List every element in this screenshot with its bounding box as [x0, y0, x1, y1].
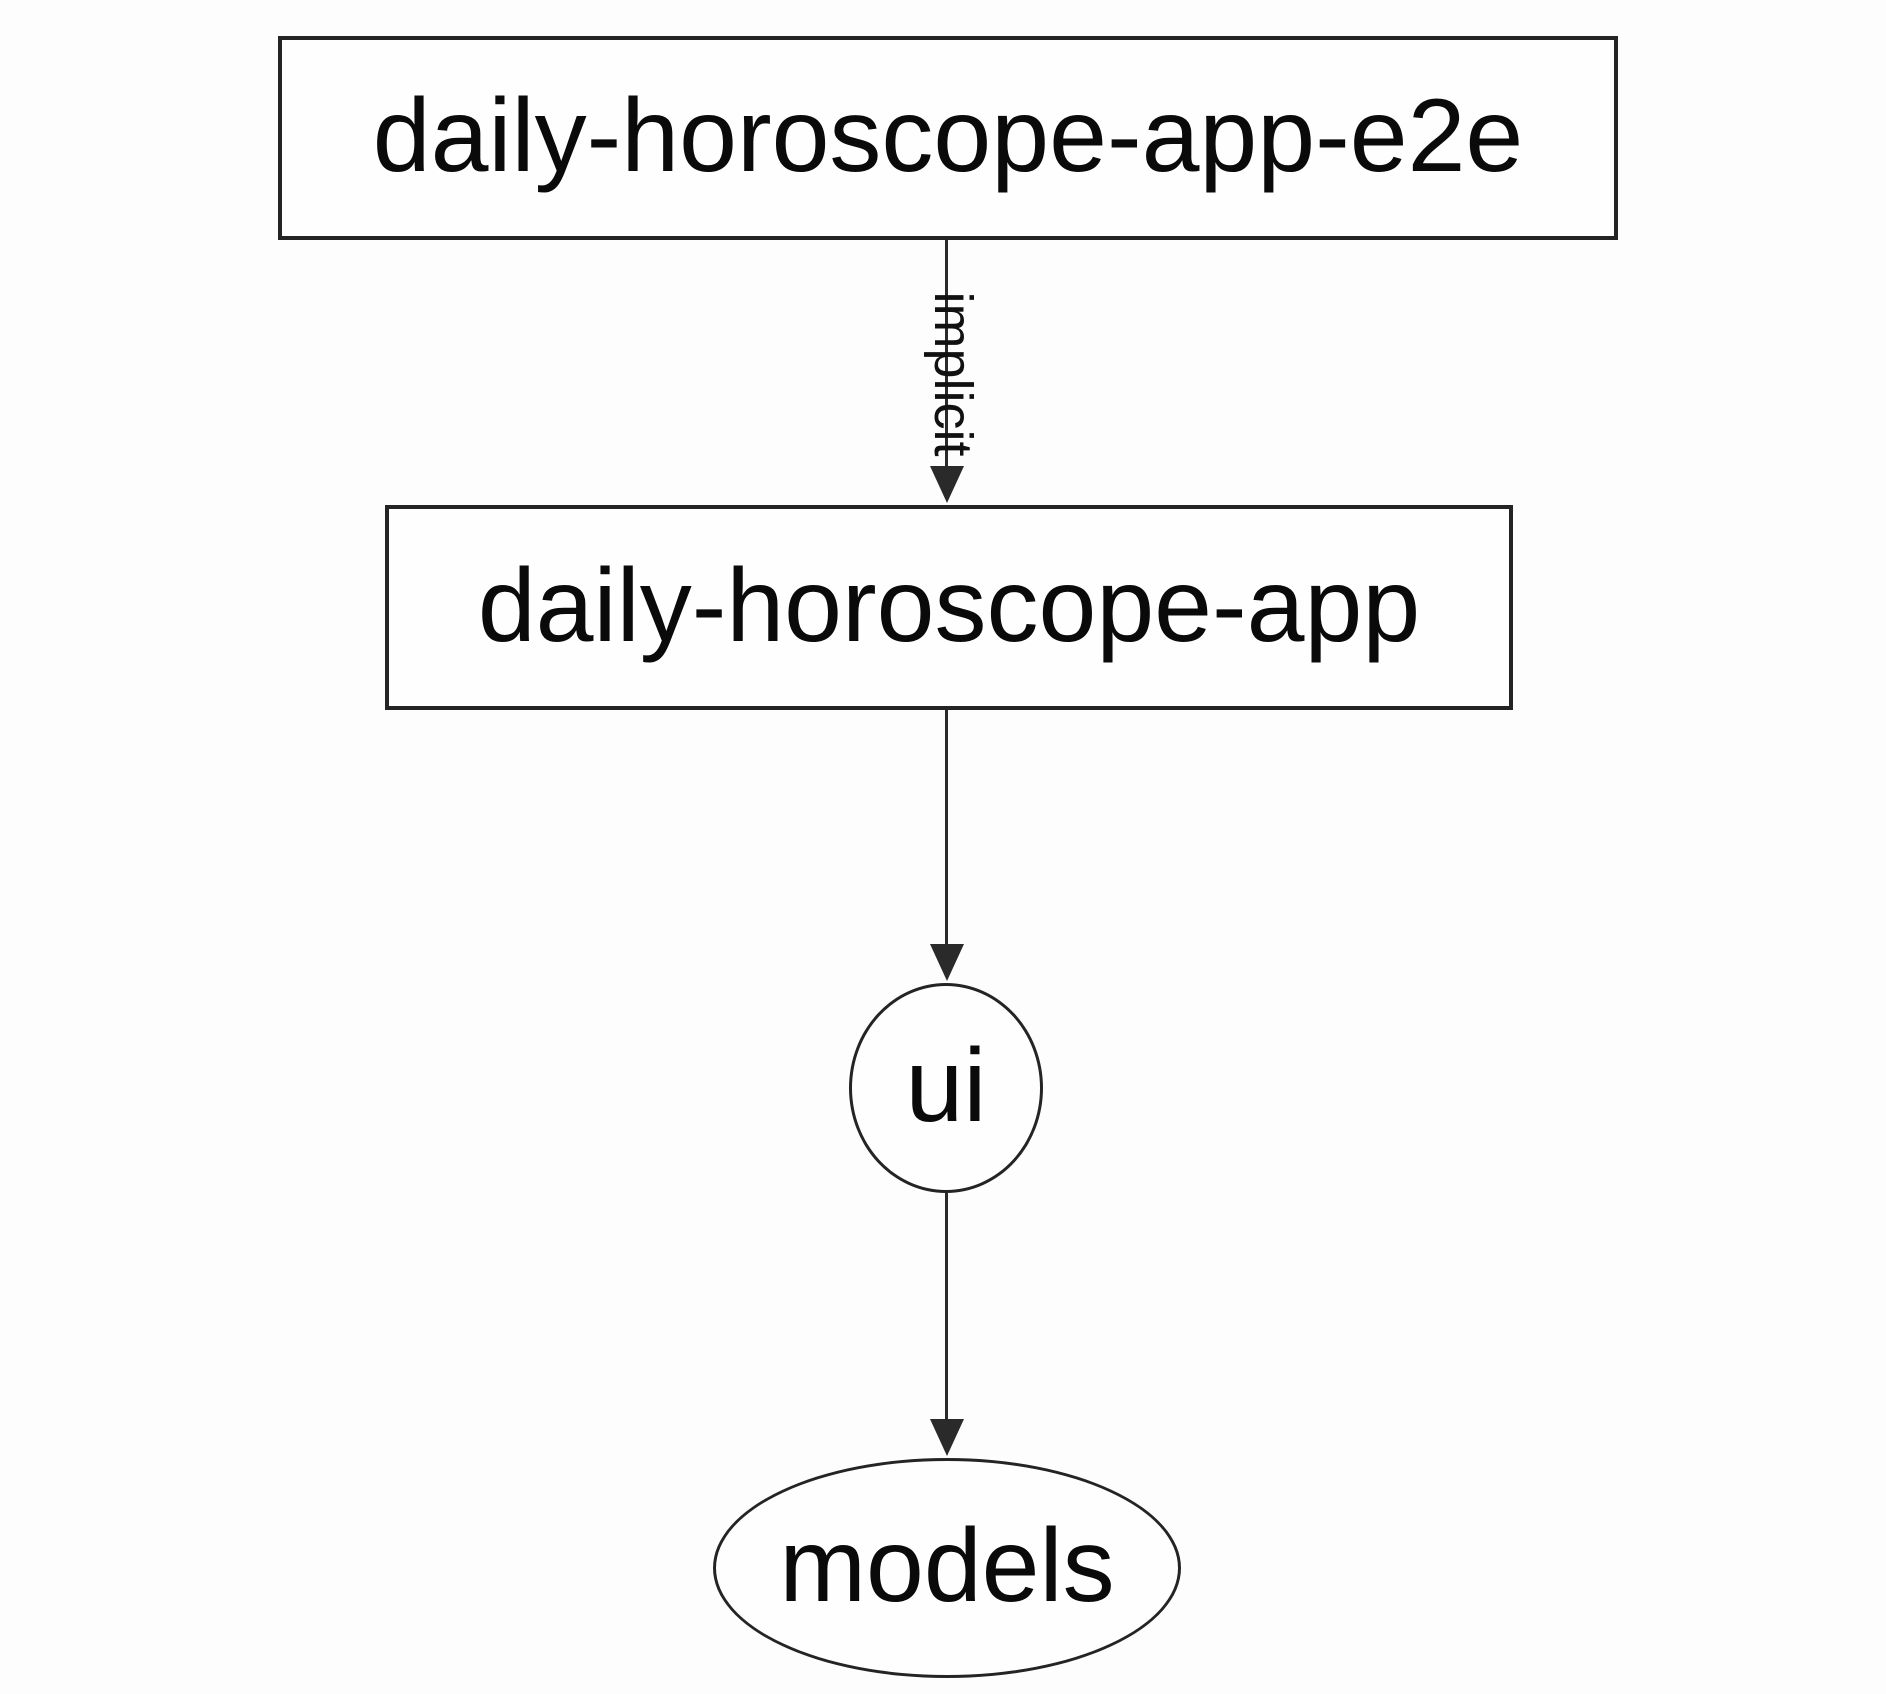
edge-e2e-to-app-line [945, 240, 948, 466]
node-models[interactable]: models [713, 1458, 1181, 1678]
node-label-daily-horoscope-app: daily-horoscope-app [477, 547, 1421, 664]
edge-app-to-ui-arrowhead [930, 944, 964, 981]
node-daily-horoscope-app[interactable]: daily-horoscope-app [385, 505, 1513, 710]
node-label-models: models [779, 1508, 1115, 1624]
edge-app-to-ui-line [945, 710, 948, 944]
edge-e2e-to-app-arrowhead [930, 466, 964, 503]
edge-ui-to-models-arrowhead [930, 1419, 964, 1456]
edge-label-implicit: implicit [923, 291, 983, 457]
node-label-ui: ui [905, 1028, 987, 1144]
node-daily-horoscope-app-e2e[interactable]: daily-horoscope-app-e2e [278, 36, 1618, 240]
edge-ui-to-models-line [945, 1193, 948, 1419]
node-ui[interactable]: ui [849, 983, 1043, 1193]
node-label-daily-horoscope-app-e2e: daily-horoscope-app-e2e [372, 78, 1524, 194]
